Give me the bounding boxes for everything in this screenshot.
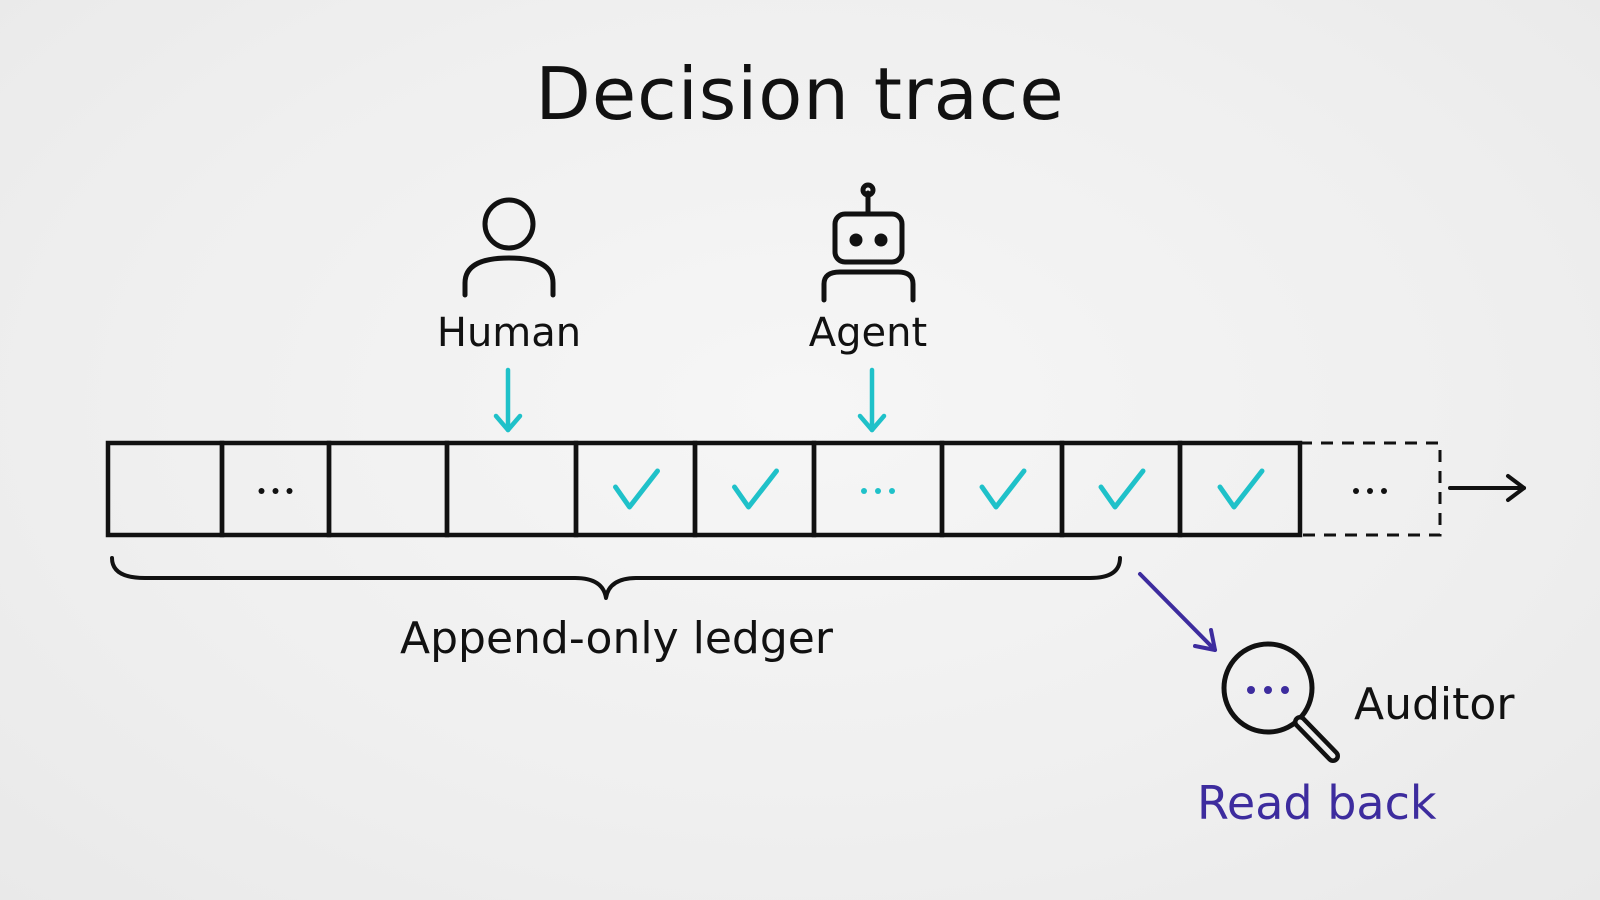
agent-to-ledger-arrow (857, 367, 887, 433)
ledger-cell (939, 440, 1065, 538)
page-title: Decision trace (535, 52, 1065, 136)
read-back-arrow (1138, 572, 1217, 652)
ledger (105, 440, 1442, 538)
robot-icon (821, 182, 916, 303)
auditor-label: Auditor (1354, 679, 1515, 730)
ledger-cell (1177, 440, 1303, 538)
human-label: Human (436, 310, 582, 356)
ledger-cell (219, 440, 332, 538)
ellipsis-icon (1353, 488, 1387, 494)
ledger-cell (692, 440, 817, 538)
human-to-ledger-arrow (493, 367, 523, 433)
check-icon (732, 468, 779, 510)
check-icon (1098, 468, 1146, 510)
ledger-cell (444, 440, 579, 538)
agent-label: Agent (808, 310, 928, 356)
ledger-label: Append-only ledger (400, 613, 833, 664)
ellipsis-icon (861, 488, 895, 494)
pending-ledger-cell (1298, 441, 1442, 537)
person-icon (462, 197, 556, 298)
ledger-cell (811, 440, 945, 538)
ledger-cell (573, 440, 698, 538)
check-icon (1217, 468, 1265, 510)
ledger-cell (1059, 440, 1183, 538)
check-icon (979, 468, 1027, 510)
ellipsis-icon (258, 488, 293, 494)
ledger-brace (110, 556, 1122, 600)
ledger-cell (326, 440, 450, 538)
magnifier-icon (1221, 641, 1340, 763)
read-back-label: Read back (1197, 776, 1437, 830)
ledger-cell (105, 440, 225, 538)
continuation-arrow (1448, 474, 1526, 502)
check-icon (613, 468, 660, 510)
